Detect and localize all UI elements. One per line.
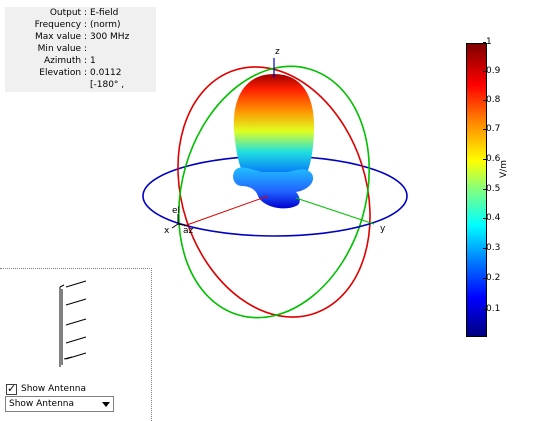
- el-label: el: [172, 206, 180, 216]
- colorbar: [466, 43, 487, 337]
- info-row-max-value: Max value : 300 MHz: [5, 31, 156, 43]
- radiation-lobe: [233, 74, 314, 209]
- lower-lobes-shape: [233, 167, 314, 209]
- info-row-range: [-180° ,: [5, 79, 156, 91]
- antenna-preview-panel: Show Antenna Show Antenna: [0, 268, 152, 421]
- info-value: (norm): [90, 20, 121, 30]
- info-key: Output :: [49, 8, 87, 18]
- az-label: az: [183, 226, 194, 236]
- x-axis-label: x: [164, 226, 170, 236]
- elevation-ring: [177, 66, 371, 318]
- y-axis-label: y: [380, 224, 386, 234]
- info-value: 0.0112: [90, 68, 122, 78]
- main-lobe-shape: [233, 74, 314, 178]
- show-antenna-dropdown-value: Show Antenna: [9, 399, 74, 409]
- info-key: Azimuth :: [44, 56, 87, 66]
- pattern-info-panel: Output : E-field Frequency : (norm) Max …: [5, 7, 156, 92]
- z-axis-label: z: [275, 47, 280, 57]
- info-row-azimuth: Azimuth : 1: [5, 55, 156, 67]
- info-row-output: Output : E-field: [5, 7, 156, 19]
- show-antenna-checkbox-row[interactable]: Show Antenna: [6, 382, 116, 396]
- x-axis-line: [183, 195, 269, 227]
- show-antenna-dropdown[interactable]: Show Antenna: [5, 396, 114, 412]
- azimuth-ring: [177, 65, 371, 319]
- horizontal-ring-front: [142, 195, 408, 237]
- info-value: 1: [90, 56, 96, 66]
- info-row-min-value: Min value :: [5, 43, 156, 55]
- y-axis-line: [295, 197, 375, 225]
- antenna-preview-view[interactable]: [0, 269, 151, 381]
- show-antenna-checkbox-label: Show Antenna: [21, 384, 86, 394]
- colorbar-unit-label: V/m: [499, 160, 509, 178]
- info-key: Min value :: [37, 44, 87, 54]
- info-key: Max value :: [35, 32, 87, 42]
- info-row-frequency: Frequency : (norm): [5, 19, 156, 31]
- info-value: E-field: [90, 8, 119, 18]
- info-value: [-180° ,: [90, 80, 125, 90]
- show-antenna-checkbox[interactable]: [6, 382, 17, 395]
- info-row-elevation: Elevation : 0.0112: [5, 67, 156, 79]
- info-key: Frequency :: [34, 20, 87, 30]
- chevron-down-icon: [102, 402, 110, 407]
- orientation-triad: el az: [171, 206, 194, 236]
- info-key: Elevation :: [39, 68, 87, 78]
- info-value: 300 MHz: [90, 32, 130, 42]
